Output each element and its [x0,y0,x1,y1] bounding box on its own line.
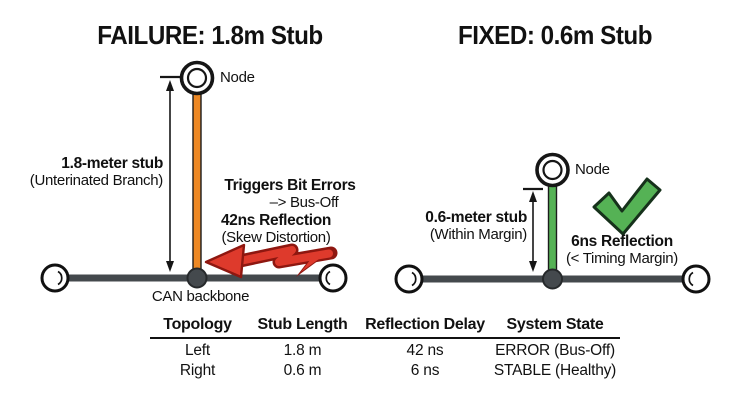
summary-table-header-row: Topology Stub Length Reflection Delay Sy… [150,316,620,339]
right-reflection-line1: 6ns Reflection [571,233,673,250]
cell-topology: Left [184,342,211,359]
cell-stub-length: 0.6 m [283,362,322,379]
left-reflection-line1: 42ns Reflection [220,212,332,229]
left-error-annotation: Triggers Bit Errors –> Bus-Off [216,177,364,212]
left-node-icon [179,60,215,96]
left-node-label: Node [220,69,255,86]
table-row: Left 1.8 m 42 ns ERROR (Bus-Off) [150,341,620,361]
right-stub-label-line1: 0.6-meter stub [425,209,527,226]
cell-system-state: STABLE (Healthy) [493,362,617,379]
summary-table: Topology Stub Length Reflection Delay Sy… [150,316,620,381]
left-error-line2: –> Bus-Off [269,194,339,211]
left-stub-line [192,91,202,279]
cell-stub-length: 1.8 m [283,342,322,359]
header-stub-length: Stub Length [257,316,348,333]
left-title: FAILURE: 1.8m Stub [97,20,323,50]
left-measure-arrow [160,75,181,272]
right-stub-label: 0.6-meter stub (Within Margin) [375,209,527,244]
header-system-state: System State [506,316,604,333]
right-terminator-left-icon [394,264,424,294]
table-row: Right 0.6 m 6 ns STABLE (Healthy) [150,361,620,381]
right-stub-label-line2: (Within Margin) [429,226,527,243]
right-measure-arrow [523,187,543,272]
header-topology: Topology [163,316,232,333]
left-error-line1: Triggers Bit Errors [224,177,356,194]
left-terminator-right-icon [318,263,348,293]
right-node-icon [535,152,570,188]
left-terminator-left-icon [40,263,70,293]
right-reflection-line2: (< Timing Margin) [565,250,678,267]
cell-system-state: ERROR (Bus-Off) [495,342,615,359]
cell-topology: Right [179,362,216,379]
reflection-bolt-icon [204,243,338,279]
right-junction-dot [542,268,563,290]
left-stub-label-line1: 1.8-meter stub [61,155,163,172]
right-node-label: Node [575,161,610,178]
right-title: FIXED: 0.6m Stub [457,20,653,50]
right-terminator-right-icon [681,264,711,294]
header-reflection-delay: Reflection Delay [365,316,485,333]
can-backbone-label: CAN backbone [151,288,250,305]
left-reflection-line2: (Skew Distortion) [221,229,331,246]
right-reflection-annotation: 6ns Reflection (< Timing Margin) [548,233,696,268]
left-junction-dot [186,267,208,289]
left-stub-label: 1.8-meter stub (Unterinated Branch) [10,155,164,190]
left-stub-label-line2: (Unterinated Branch) [29,172,164,189]
check-icon [592,177,662,236]
left-reflection-annotation: 42ns Reflection (Skew Distortion) [202,212,350,247]
cell-reflection-delay: 42 ns [406,342,444,359]
cell-reflection-delay: 6 ns [410,362,440,379]
